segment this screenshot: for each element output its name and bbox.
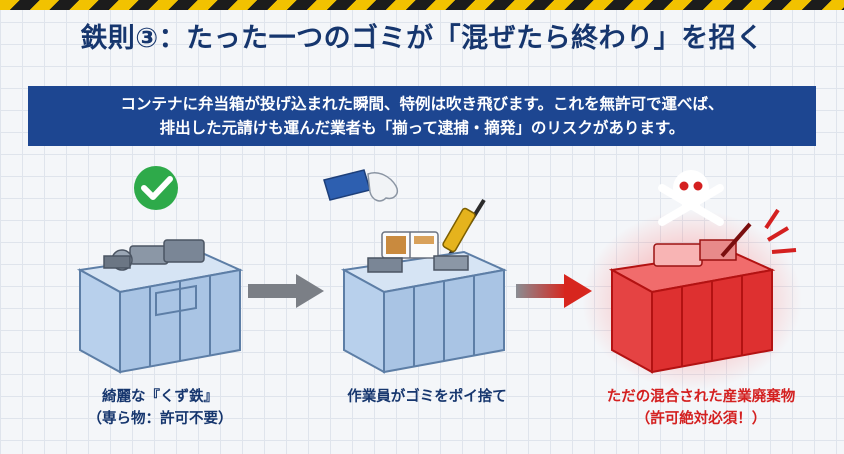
caption-line: ただの混合された産業廃棄物 bbox=[606, 389, 796, 405]
caption-line: （許可絶対必須！） bbox=[635, 411, 767, 427]
scrap-metal bbox=[367, 255, 469, 273]
caption-line: 綺麗な『くず鉄』 bbox=[102, 389, 218, 405]
mixed-waste bbox=[653, 222, 752, 267]
container-box bbox=[76, 250, 244, 374]
stage-dumping-container bbox=[323, 169, 508, 374]
caption-stage-1: 綺麗な『くず鉄』 （専ら物：許可不要） bbox=[50, 386, 270, 430]
bento-box-icon bbox=[381, 231, 439, 259]
glove-hand-icon bbox=[323, 169, 398, 202]
skull-crossbones-icon bbox=[658, 170, 724, 226]
page-title: 鉄則③：たった一つのゴミが「混ぜたら終わり」を招く bbox=[80, 23, 764, 54]
caption-stage-3: ただの混合された産業廃棄物 （許可絶対必須！） bbox=[576, 386, 826, 430]
check-icon bbox=[134, 166, 178, 210]
arrow-right-icon bbox=[516, 274, 592, 308]
container-box bbox=[608, 250, 776, 374]
alert-lines bbox=[764, 208, 797, 254]
hazard-stripe bbox=[0, 0, 844, 10]
arrow-right-icon bbox=[248, 274, 324, 308]
warning-banner: コンテナに弁当箱が投げ込まれた瞬間、特例は吹き飛びます。これを無許可で運べば、 … bbox=[28, 86, 816, 146]
caption-line: 作業員がゴミをポイ捨て bbox=[347, 389, 507, 405]
scrap-metal bbox=[103, 239, 205, 271]
banner-line-2: 排出した元請けも運んだ業者も「揃って逮捕・摘発」のリスクがあります。 bbox=[159, 119, 685, 137]
caption-line: （専ら物：許可不要） bbox=[87, 411, 233, 427]
caption-stage-2: 作業員がゴミをポイ捨て bbox=[312, 386, 542, 408]
stage-mixed-waste-container bbox=[582, 170, 802, 390]
banner-line-1: コンテナに弁当箱が投げ込まれた瞬間、特例は吹き飛びます。これを無許可で運べば、 bbox=[120, 95, 724, 113]
stage-clean-container bbox=[76, 166, 244, 374]
caulk-gun-icon bbox=[442, 198, 486, 260]
